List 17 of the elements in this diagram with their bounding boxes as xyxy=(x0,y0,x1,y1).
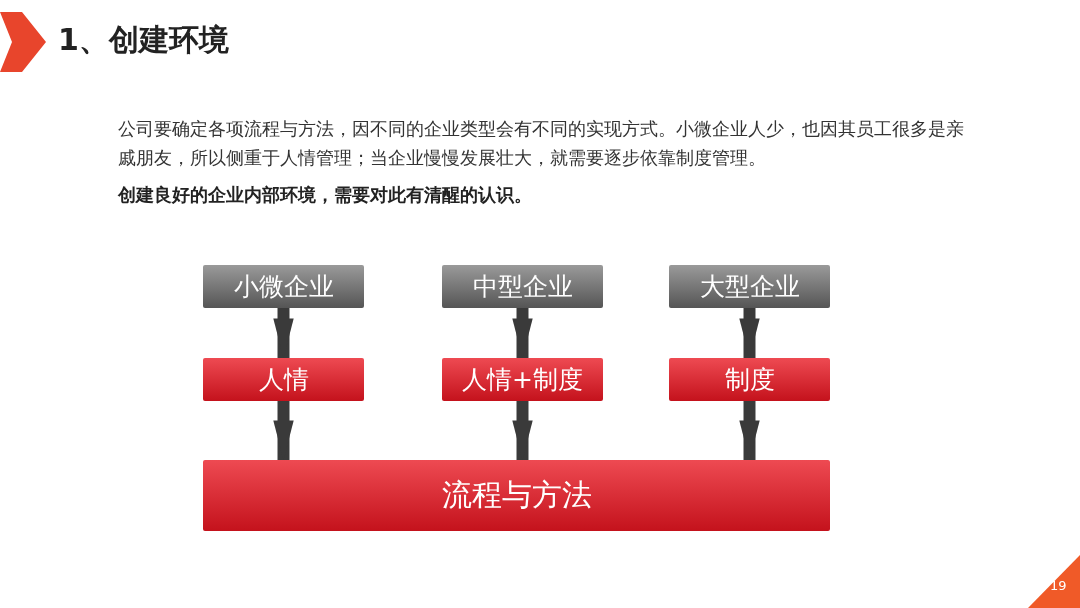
banner-box: 流程与方法 xyxy=(203,460,830,531)
process-box: 人情+制度 xyxy=(442,358,603,401)
title: 1、创建环境 xyxy=(58,21,229,59)
arrow xyxy=(512,308,533,358)
process-box: 中型企业 xyxy=(442,265,603,308)
paragraph: 公司要确定各项流程与方法，因不同的企业类型会有不同的实现方式。小微企业人少，也因其员工很多是亲戚朋友，所以侧重于人情管理；当企业慢慢发展壮大，就需要逐步依靠制度管理。 xyxy=(118,117,965,170)
arrow xyxy=(739,308,760,358)
process-box: 大型企业 xyxy=(669,265,830,308)
page-number: 19 xyxy=(1050,578,1067,593)
arrow xyxy=(273,401,294,460)
process-box: 小微企业 xyxy=(203,265,364,308)
bold-sentence: 创建良好的企业内部环境，需要对此有清醒的认识。 xyxy=(118,183,533,207)
process-box: 人情 xyxy=(203,358,364,401)
arrow xyxy=(739,401,760,460)
arrow xyxy=(512,401,533,460)
arrow xyxy=(273,308,294,358)
process-box: 制度 xyxy=(669,358,830,401)
